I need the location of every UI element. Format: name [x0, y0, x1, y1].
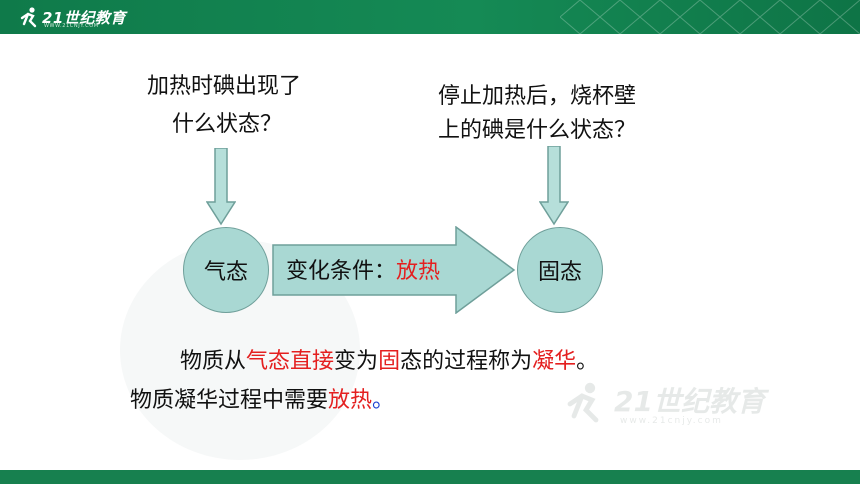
definition-part3-wrap: 直接 — [290, 349, 334, 374]
note-part1: 物质凝华过程中需要 — [130, 388, 329, 413]
header-bar: 21世纪教育 WWW.21CNJY.COM — [0, 0, 860, 34]
definition-part1: 物质从 — [180, 349, 247, 374]
watermark-text: 21世纪教育 — [614, 385, 765, 418]
watermark-runner-icon — [567, 382, 599, 423]
solid-state-circle: 固态 — [517, 227, 603, 313]
background-decoration — [120, 240, 360, 460]
note-period: 。 — [372, 388, 395, 413]
definition-gas: 气态 — [246, 349, 291, 374]
note-sentence: 物质凝华过程中需要放热。 — [130, 382, 394, 414]
definition-solid: 固 — [378, 349, 401, 374]
condition-value: 放热 — [396, 259, 441, 284]
definition-sentence: 物质从气态直接变为固态的过程称为凝华。 — [180, 343, 598, 375]
question-right-line2: 上的碘是什么状态？ — [438, 118, 637, 143]
watermark-url: www.21cnjy.com — [620, 416, 723, 426]
brand-subtext: WWW.21CNJY.COM — [44, 23, 99, 29]
note-release-heat: 放热 — [328, 388, 373, 413]
definition-period: 。 — [576, 349, 599, 374]
question-right-line1: 停止加热后，烧杯壁 — [438, 84, 637, 109]
down-arrow-left-icon — [206, 148, 236, 226]
question-left-line2: 什么状态？ — [172, 112, 283, 137]
brand-logo[interactable]: 21世纪教育 WWW.21CNJY.COM — [18, 5, 126, 29]
solid-state-label: 固态 — [537, 260, 582, 285]
header-pattern — [560, 0, 860, 34]
condition-prefix: 变化条件： — [286, 259, 397, 284]
question-left-line1: 加热时碘出现了 — [147, 74, 302, 99]
definition-part6: 态的过程称为 — [400, 349, 533, 374]
definition-part4: 变为 — [334, 349, 379, 374]
gas-state-circle: 气态 — [183, 227, 269, 313]
down-arrow-right-icon — [539, 146, 569, 226]
footer-bar — [0, 470, 860, 484]
brand-text: 21世纪教育 — [42, 8, 126, 27]
definition-direct: 直接 — [290, 349, 335, 374]
condition-label: 变化条件：放热 — [286, 253, 440, 285]
watermark-logo: 21世纪教育 www.21cnjy.com — [560, 380, 820, 430]
transition-arrow-icon — [272, 226, 516, 314]
runner-icon — [20, 7, 37, 28]
gas-state-label: 气态 — [203, 260, 248, 285]
definition-term: 凝华 — [532, 349, 577, 374]
